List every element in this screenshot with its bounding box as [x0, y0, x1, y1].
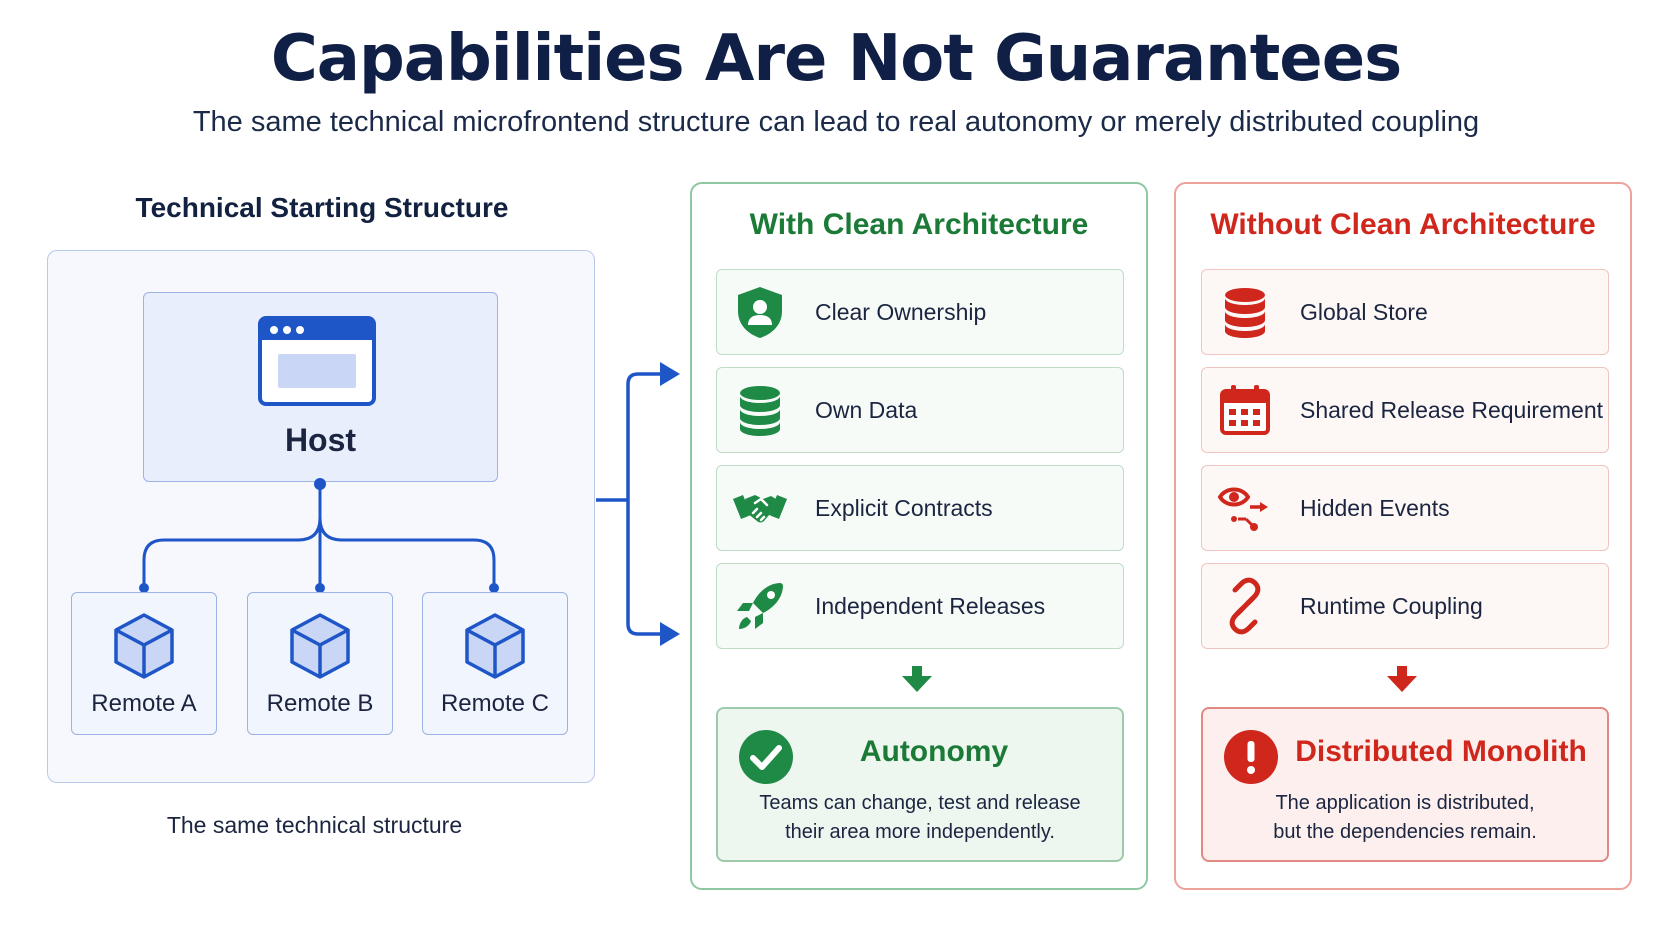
database-icon: [740, 386, 780, 436]
remote-label-a: Remote A: [91, 690, 197, 717]
item-hidden-events: Hidden Events: [1201, 465, 1609, 551]
check-circle-icon: [739, 730, 793, 784]
without-clean-heading: Without Clean Architecture: [1210, 208, 1596, 241]
host-label: Host: [284, 422, 357, 458]
shield-user-icon: [738, 287, 782, 338]
cube-icon: [465, 613, 525, 679]
item-label: Hidden Events: [1300, 494, 1450, 521]
arrow-down-icon: [1387, 666, 1417, 692]
distributed-monolith-desc-line1: The application is distributed,: [1275, 792, 1535, 814]
hidden-events-icon: [1217, 487, 1268, 531]
remote-label-b: Remote B: [266, 690, 374, 717]
left-caption: The same technical structure: [166, 812, 463, 838]
link-icon: [1229, 577, 1261, 635]
item-clear-ownership: Clear Ownership: [716, 269, 1124, 355]
item-label: Clear Ownership: [815, 298, 987, 325]
remote-label-c: Remote C: [440, 690, 550, 717]
autonomy-result-box: Autonomy Teams can change, test and rele…: [716, 707, 1124, 862]
item-independent-releases: Independent Releases: [716, 563, 1124, 649]
with-clean-heading: With Clean Architecture: [749, 208, 1089, 241]
distributed-monolith-description: The application is distributed, but the …: [1203, 789, 1607, 847]
left-heading: Technical Starting Structure: [135, 192, 509, 223]
autonomy-title: Autonomy: [859, 735, 1009, 768]
item-explicit-contracts: Explicit Contracts: [716, 465, 1124, 551]
item-label: Explicit Contracts: [815, 494, 993, 521]
database-icon: [1225, 288, 1265, 338]
distributed-monolith-result-box: Distributed Monolith The application is …: [1201, 707, 1609, 862]
item-label: Shared Release Requirement: [1300, 396, 1604, 423]
item-label: Own Data: [815, 396, 918, 423]
item-shared-release-requirement: Shared Release Requirement: [1201, 367, 1609, 453]
distributed-monolith-desc-line2: but the dependencies remain.: [1273, 821, 1537, 843]
item-own-data: Own Data: [716, 367, 1124, 453]
item-runtime-coupling: Runtime Coupling: [1201, 563, 1609, 649]
page-title: Capabilities Are Not Guarantees: [270, 22, 1402, 96]
cube-icon: [114, 613, 174, 679]
handshake-icon: [733, 495, 787, 523]
item-global-store: Global Store: [1201, 269, 1609, 355]
exclamation-circle-icon: [1224, 730, 1278, 784]
host-remote-connectors: [139, 478, 499, 593]
item-label: Independent Releases: [815, 592, 1046, 619]
page-subtitle: The same technical microfrontend structu…: [192, 106, 1480, 138]
browser-window-icon: [258, 316, 376, 406]
autonomy-desc-line2: their area more independently.: [785, 821, 1055, 843]
branch-arrow-icon: [596, 362, 680, 646]
autonomy-description: Teams can change, test and release their…: [718, 789, 1122, 847]
item-label: Runtime Coupling: [1300, 592, 1483, 619]
arrow-down-icon: [902, 666, 932, 692]
distributed-monolith-title: Distributed Monolith: [1295, 735, 1587, 768]
autonomy-desc-line1: Teams can change, test and release: [759, 792, 1081, 814]
calendar-icon: [1220, 385, 1270, 435]
rocket-icon: [737, 583, 783, 629]
cube-icon: [290, 613, 350, 679]
item-label: Global Store: [1300, 298, 1428, 325]
